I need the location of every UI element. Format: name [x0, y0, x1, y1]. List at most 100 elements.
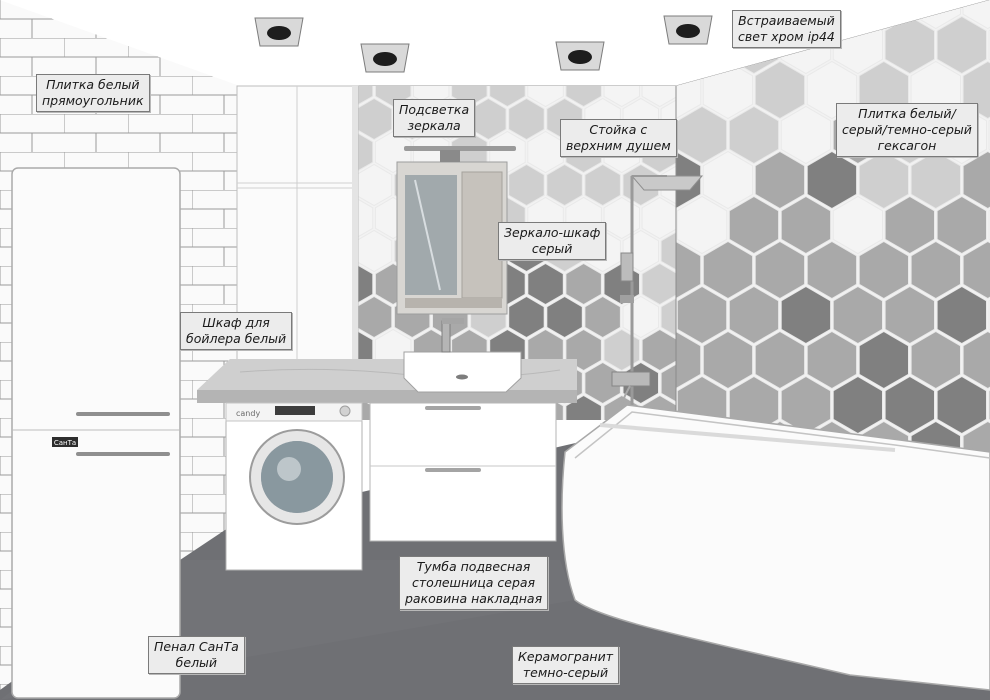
hex-tile: [806, 330, 858, 390]
hex-tile: [962, 150, 990, 210]
hex-tile: [910, 330, 961, 390]
label-line: Встраиваемый: [738, 13, 835, 28]
hex-tile: [355, 196, 374, 240]
hex-tile: [832, 375, 883, 435]
label-line: Зеркало-шкаф: [504, 225, 601, 240]
hex-tile: [702, 330, 754, 390]
hex-tile: [728, 285, 780, 345]
hex-tile: [936, 285, 987, 345]
hex-tile: [858, 240, 909, 300]
label-line: серый: [531, 241, 573, 256]
tall-cabinet-logo: СанТа: [54, 439, 76, 447]
label-line: Плитка белый/: [858, 106, 956, 121]
vanity-cabinet: [369, 402, 557, 542]
label-line: темно-серый: [522, 665, 609, 680]
hex-tile: [832, 285, 883, 345]
hex-tile: [565, 262, 602, 306]
hex-tile: [508, 295, 545, 339]
hex-tile: [508, 97, 545, 141]
hex-tile: [858, 330, 909, 390]
label-mirror-light: Подсветка зеркала: [393, 99, 476, 137]
washer-logo: candy: [236, 409, 260, 418]
label-line: столешница серая: [412, 575, 536, 590]
label-ceiling-light: Встраиваемый свет хром ip44: [732, 10, 841, 48]
recessed-spotlight-icon: [360, 43, 410, 73]
hex-tile: [728, 195, 780, 255]
recessed-spotlight-icon: [555, 41, 605, 71]
hex-tile: [641, 262, 676, 306]
hex-tile: [988, 105, 990, 165]
sink: [403, 351, 522, 393]
hex-tile: [702, 240, 754, 300]
hex-tile: [884, 285, 935, 345]
label-line: Подсветка: [399, 102, 470, 117]
hex-tile: [676, 195, 728, 255]
hex-tile: [676, 105, 728, 165]
hex-tile: [676, 150, 702, 210]
hex-tile: [565, 86, 602, 108]
label-boiler-cabinet: Шкаф для бойлера белый: [180, 312, 293, 350]
hex-tile: [988, 195, 990, 255]
hex-tile: [962, 0, 990, 30]
bathtub: [561, 404, 990, 691]
hex-tile: [355, 86, 374, 108]
hex-tile: [676, 240, 702, 300]
label-tall-cabinet: Пенал СанТа белый: [148, 636, 245, 674]
hex-tile: [884, 195, 935, 255]
hex-tile: [489, 86, 526, 108]
hex-tile: [936, 15, 987, 75]
hex-tile: [660, 229, 676, 273]
mirror-lamp-icon: [404, 146, 516, 162]
label-line: Шкаф для: [202, 315, 270, 330]
hex-tile: [413, 86, 450, 108]
label-line: свет хром ip44: [738, 29, 835, 44]
washing-machine: candy: [225, 402, 363, 571]
hex-tile: [660, 163, 676, 207]
hex-tile: [641, 196, 676, 240]
hex-tile: [603, 86, 640, 108]
hex-tile: [527, 86, 564, 108]
hex-tile: [832, 195, 883, 255]
hex-tile: [754, 150, 806, 210]
label-line: белый: [175, 655, 218, 670]
hex-tile: [527, 262, 564, 306]
label-line: зеркала: [407, 118, 461, 133]
label-line: Плитка белый: [46, 77, 140, 92]
hex-tile: [546, 163, 583, 207]
ceiling-lights: [254, 15, 713, 73]
hex-tile: [884, 375, 935, 435]
label-line: гексагон: [877, 138, 937, 153]
hex-tile: [676, 330, 702, 390]
hex-tile: [806, 240, 858, 300]
hex-tile: [565, 394, 602, 420]
label-line: Стойка с: [589, 122, 648, 137]
hex-tile: [806, 150, 858, 210]
tall-cabinet: СанТа: [11, 167, 181, 699]
recessed-spotlight-icon: [663, 15, 713, 45]
label-line: Пенал СанТа: [154, 639, 239, 654]
hex-tile: [988, 285, 990, 345]
hex-tile: [780, 375, 832, 435]
label-line: раковина накладная: [405, 591, 543, 606]
label-vanity: Тумба подвесная столешница серая раковин…: [399, 556, 549, 610]
hex-tile: [780, 195, 832, 255]
label-line: Тумба подвесная: [416, 559, 531, 574]
hex-tile: [451, 86, 488, 108]
hex-tile: [780, 105, 832, 165]
hex-tile: [936, 375, 987, 435]
hex-tile: [962, 330, 990, 390]
hex-tile: [374, 86, 412, 108]
label-line: Керамогранит: [518, 649, 613, 664]
label-line: серый/темно-серый: [842, 122, 972, 137]
hex-tile: [584, 295, 621, 339]
hex-tile: [355, 394, 374, 420]
mirror-cabinet: [396, 161, 508, 315]
hex-tile: [508, 163, 545, 207]
label-floor: Керамогранит темно-серый: [512, 646, 619, 684]
hex-tile: [676, 285, 728, 345]
basin-mixer-icon: [441, 318, 464, 353]
label-left-wall-tile: Плитка белый прямоугольник: [36, 74, 150, 112]
hex-tile: [355, 262, 374, 306]
label-line: верхним душем: [566, 138, 671, 153]
hex-tile: [641, 86, 676, 108]
